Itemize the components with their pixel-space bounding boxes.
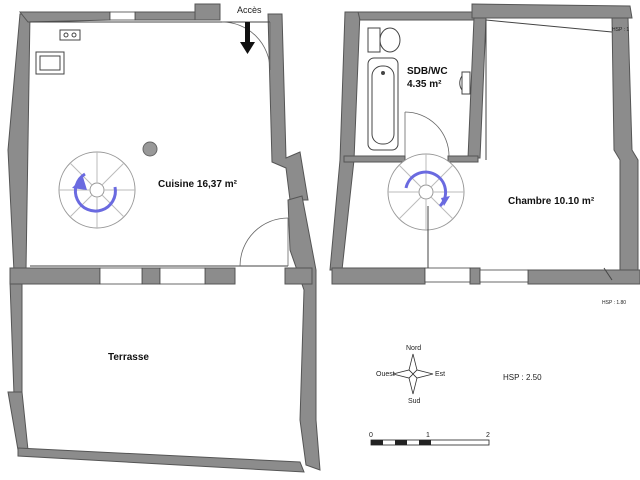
compass-east: Est [435, 371, 445, 378]
hsp-low-label: HSP : 1.80 [602, 300, 626, 306]
compass-north: Nord [406, 345, 421, 352]
scale-tick-1: 1 [426, 432, 430, 439]
access-arrow [240, 22, 255, 54]
bedroom-label: Chambre 10.10 m² [508, 196, 595, 207]
compass-west: Ouest [376, 371, 395, 378]
column-pillar [142, 141, 158, 157]
left-unit-walls [7, 3, 321, 473]
terrace-label: Terrasse [108, 352, 149, 363]
access-label: Accès [237, 5, 262, 15]
bathroom-fixtures [367, 27, 471, 151]
compass-south: Sud [408, 398, 421, 405]
hsp-main-label: HSP : 2.50 [503, 373, 542, 382]
kitchen-appliances [35, 29, 158, 157]
scale-bar [370, 439, 490, 446]
right-unit-walls [329, 3, 640, 285]
bathroom-label: SDB/WC [407, 66, 448, 77]
scale-tick-0: 0 [369, 432, 373, 439]
kitchen-label: Cuisine 16,37 m² [158, 179, 238, 190]
compass-rose [392, 353, 434, 395]
spiral-staircase-right [387, 153, 465, 268]
bathroom-area: 4.35 m² [407, 79, 442, 90]
spiral-staircase-left [58, 151, 136, 229]
scale-tick-2: 2 [486, 432, 490, 439]
hsp-high-label: HSP : 1 [612, 27, 629, 33]
